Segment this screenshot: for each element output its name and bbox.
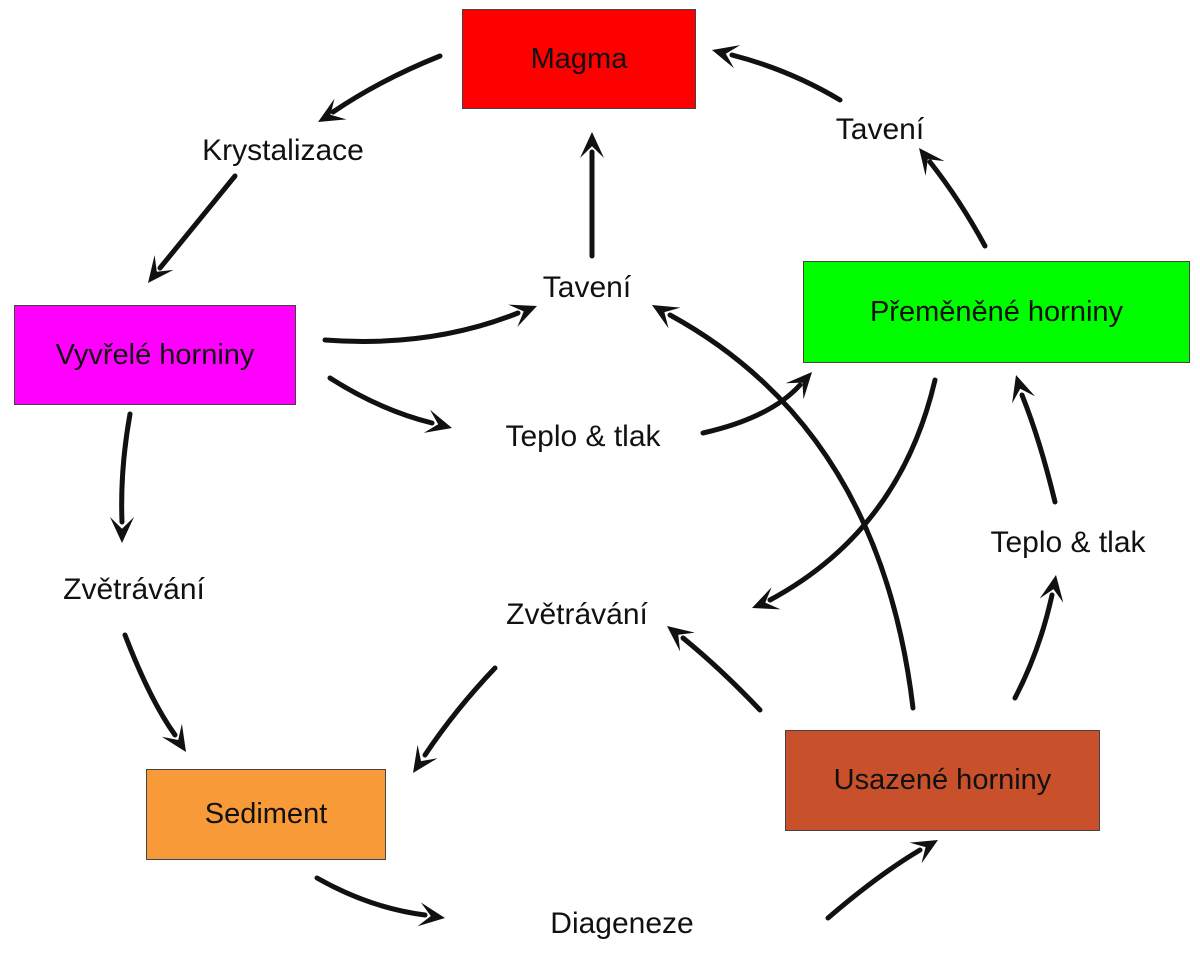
- arrow-weathering-to-sediment-center: [413, 665, 498, 773]
- arrow-sedimentary-to-weathering: [667, 626, 763, 713]
- arrow-metamorphic-to-melting-top: [919, 148, 988, 249]
- sedimentary-rocks-box: Usazené horniny: [785, 730, 1100, 831]
- metamorphic-rocks-label: Přeměněné horniny: [869, 295, 1124, 328]
- arrow-sedimentary-to-heat-pressure: [1012, 575, 1064, 701]
- arrow-igneous-to-melting: [322, 304, 537, 344]
- weathering-center-label: Zvětrávání: [506, 598, 648, 631]
- diagenesis-label: Diageneze: [550, 907, 694, 940]
- arrow-igneous-to-heat-pressure: [327, 375, 452, 433]
- magma-label: Magma: [530, 42, 628, 75]
- arrow-center-melting-to-magma: [580, 132, 604, 259]
- sediment-label: Sediment: [204, 798, 328, 830]
- arrow-heat-pressure-to-metamorphic-right: [1012, 375, 1058, 505]
- metamorphic-rocks-box: Přeměněné horniny: [803, 261, 1190, 363]
- melting-top-label: Tavení: [835, 113, 925, 146]
- arrow-melting-top-to-magma: [712, 45, 843, 103]
- igneous-rocks-box: Vyvřelé horniny: [14, 305, 296, 405]
- crystallization-label: Krystalizace: [202, 134, 364, 167]
- igneous-rocks-label: Vyvřelé horniny: [55, 338, 255, 371]
- sediment-box: Sediment: [146, 769, 386, 860]
- arrow-crystallization-to-igneous: [148, 173, 238, 283]
- weathering-left-label: Zvětrávání: [63, 573, 205, 606]
- magma-box: Magma: [462, 9, 696, 109]
- heat-pressure-right-label: Teplo & tlak: [990, 526, 1146, 559]
- arrow-magma-to-crystallization: [318, 53, 443, 122]
- heat-pressure-center-label: Teplo & tlak: [505, 420, 661, 453]
- melting-center-label: Tavení: [542, 271, 632, 304]
- sedimentary-rocks-label: Usazené horniny: [833, 764, 1052, 796]
- arrow-metamorphic-to-weathering: [752, 377, 938, 610]
- arrow-weathering-to-sediment: [122, 632, 186, 752]
- arrow-sedimentary-to-melting-center: [652, 305, 916, 711]
- arrow-sediment-to-diagenesis: [314, 875, 445, 927]
- arrow-heat-pressure-to-metamorphic: [700, 372, 812, 436]
- arrow-diagenesis-to-sedimentary: [825, 840, 938, 921]
- arrow-igneous-to-weathering: [110, 411, 134, 543]
